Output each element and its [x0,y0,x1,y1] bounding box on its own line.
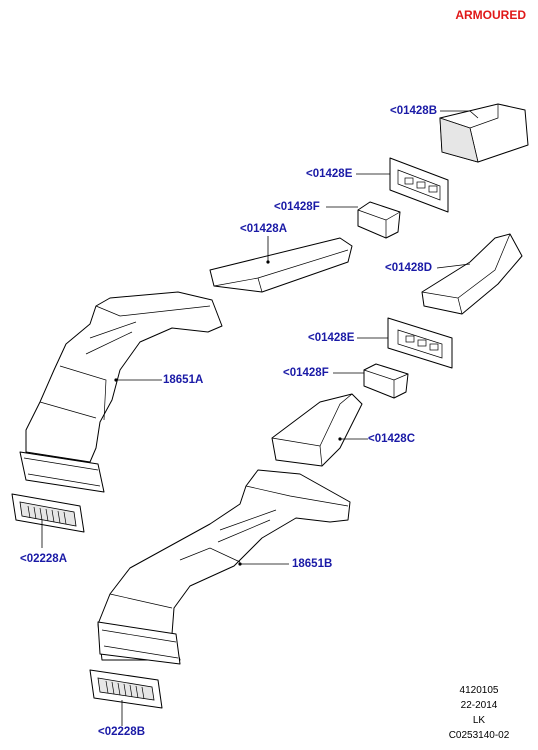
callout-01428A: <01428A [240,223,287,235]
grille-01428E-top [389,157,449,213]
callout-18651B: 18651B [292,558,333,570]
duct-01428B [439,103,529,163]
vent-02228B [89,669,163,709]
callout-01428F-mid: <01428F [283,367,329,379]
callout-01428B: <01428B [390,105,437,117]
callout-01428C: <01428C [368,433,415,445]
reference-date: 22-2014 [460,700,498,711]
vent-02228A [11,493,85,533]
duct-01428A [209,237,353,293]
callout-02228A: <02228A [20,553,67,565]
leader-lines [41,110,479,726]
callout-02228B: <02228B [98,726,145,738]
callout-01428D: <01428D [385,262,432,274]
callout-01428E-top: <01428E [306,168,353,180]
variant-label: ARMOURED [455,8,526,22]
grille-01428E-mid [387,317,453,369]
piece-01428F-mid [363,363,409,399]
duct-01428C [271,393,363,467]
duct-01428D [421,233,523,315]
duct-18651A [19,291,223,493]
callout-01428F-top: <01428F [274,201,320,213]
reference-drawing-number: C0253140-02 [448,730,510,741]
piece-01428F-top [357,201,401,239]
reference-code: 4120105 [459,685,499,696]
callout-18651A: 18651A [163,374,204,386]
callout-01428E-mid: <01428E [308,332,355,344]
duct-18651B [97,469,351,665]
reference-initials: LK [472,715,486,726]
